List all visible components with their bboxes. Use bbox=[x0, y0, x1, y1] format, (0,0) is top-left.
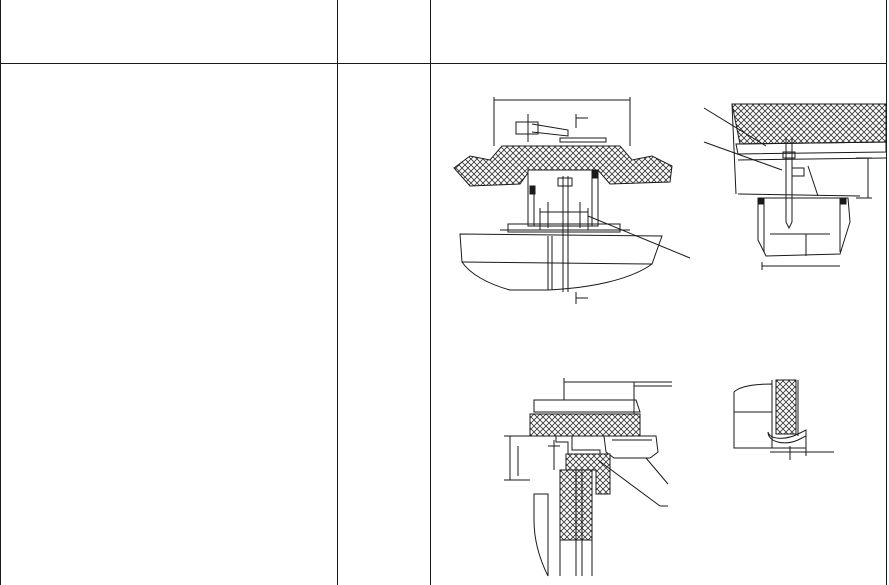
table-column-divider-1 bbox=[337, 0, 338, 585]
table-header-divider bbox=[0, 63, 887, 64]
detail-bottom-right bbox=[733, 379, 834, 460]
table-column-divider-2 bbox=[430, 0, 431, 585]
detail-top-left bbox=[453, 97, 691, 304]
table-left-border bbox=[0, 0, 1, 585]
detail-top-right bbox=[703, 103, 887, 270]
table-right-border bbox=[886, 0, 887, 585]
detail-bottom-left bbox=[504, 378, 672, 577]
